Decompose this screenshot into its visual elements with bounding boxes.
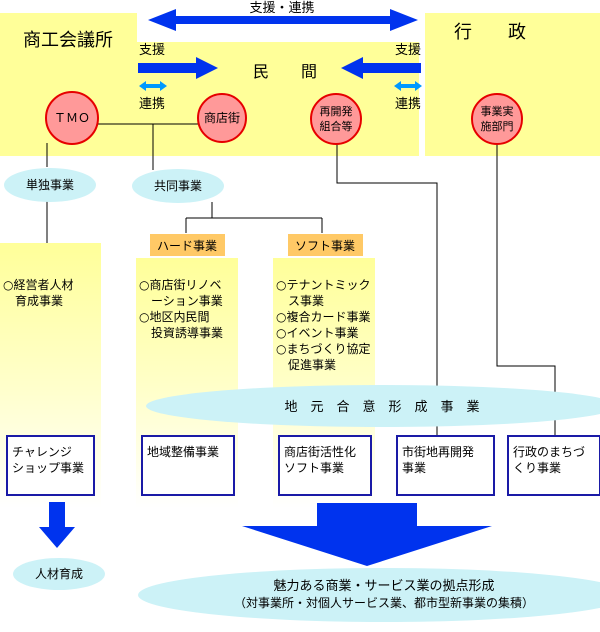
redevelopment-label-2: 組合等 (320, 119, 353, 133)
support-arrow-right (341, 57, 421, 79)
gov-town-development-line-1: 行政のまちづ (513, 445, 585, 459)
challenge-shop-line-1: チャレンジ (12, 445, 72, 459)
shopping-street-soft-line-1: 商店街活性化 (284, 444, 356, 459)
tmo-label: ＴＭＯ (54, 111, 90, 125)
cooperation-arrow-right (394, 81, 422, 91)
human-resources-ellipse (13, 558, 105, 590)
tmo-circle (45, 91, 99, 145)
consensus-label: 地 元 合 意 形 成 事 業 (284, 399, 479, 415)
human-resources-label: 人材育成 (35, 566, 83, 581)
implementing-dept-label-2: 施部門 (481, 119, 514, 133)
hard-tag-label: ハード事業 (157, 239, 217, 253)
urban-redevelopment-box (396, 435, 495, 496)
redevelopment-circle (310, 93, 362, 145)
area-development-box (141, 435, 235, 496)
gov-town-development-box (507, 435, 600, 496)
implementing-dept-circle (471, 93, 523, 145)
single-business-ellipse (4, 168, 96, 202)
consensus-ellipse (146, 385, 600, 427)
challenge-shop-line-2: ショップ事業 (12, 461, 84, 475)
hr-line-1: ○経営者人材 (3, 278, 73, 292)
cooperation-label-right: 連携 (395, 96, 421, 112)
soft-tag-label: ソフト事業 (295, 239, 355, 253)
joint-business-label: 共同事業 (154, 179, 202, 193)
hard-line-4: 投資誘導事業 (139, 325, 223, 340)
goal-line-1: 魅力ある商業・サービス業の拠点形成 (273, 578, 494, 594)
support-arrow-left (138, 57, 218, 79)
urban-redevelopment-line-2: 事業 (402, 461, 426, 475)
shopping-street-circle (197, 93, 247, 143)
redevelopment-label-1: 再開発 (320, 104, 353, 118)
top-double-arrow (148, 9, 418, 31)
challenge-shop-box (6, 435, 95, 496)
shopping-street-label: 商店街 (204, 110, 240, 125)
hr-line-2: 育成事業 (3, 293, 63, 308)
soft-line-1: ○テナントミック (276, 278, 370, 292)
hr-down-arrow (39, 502, 75, 548)
chamber-title: 商工会議所 (23, 30, 113, 51)
soft-line-3: ○複合カード事業 (276, 309, 370, 324)
soft-line-2: ス事業 (276, 294, 324, 308)
gov-town-development-line-2: くり事業 (513, 461, 561, 475)
top-arrow-label: 支援・連携 (249, 0, 314, 16)
soft-tag (288, 234, 363, 256)
urban-redevelopment-line-1: 市街地再開発 (402, 444, 474, 459)
cooperation-label-left: 連携 (139, 96, 165, 112)
soft-line-4: ○イベント事業 (276, 326, 358, 340)
goal-down-arrow (242, 503, 492, 566)
soft-line-6: 促進事業 (276, 358, 336, 372)
private-title: 民 間 (253, 62, 317, 81)
implementing-dept-label-1: 事業実 (481, 104, 514, 118)
shopping-street-soft-box (278, 435, 372, 496)
soft-line-5: ○まちづくり協定 (276, 341, 370, 356)
hard-line-1: ○商店街リノベ (139, 277, 221, 292)
support-label-left: 支援 (139, 43, 165, 58)
government-title: 行 政 (454, 22, 526, 43)
hard-line-3: ○地区内民間 (139, 310, 209, 324)
shopping-street-soft-line-2: ソフト事業 (284, 461, 344, 475)
single-business-label: 単独事業 (26, 178, 74, 192)
support-label-right: 支援 (395, 43, 421, 58)
private-block (137, 42, 419, 156)
joint-business-ellipse (132, 169, 224, 203)
goal-line-2: （対事業所・対個人サービス業、都市型新事業の集積） (234, 595, 534, 610)
cooperation-arrow-left (139, 81, 167, 91)
area-development-line-1: 地域整備事業 (147, 444, 219, 459)
hard-line-2: ーション事業 (139, 294, 223, 308)
hard-tag (150, 234, 225, 256)
goal-ellipse (138, 568, 600, 622)
